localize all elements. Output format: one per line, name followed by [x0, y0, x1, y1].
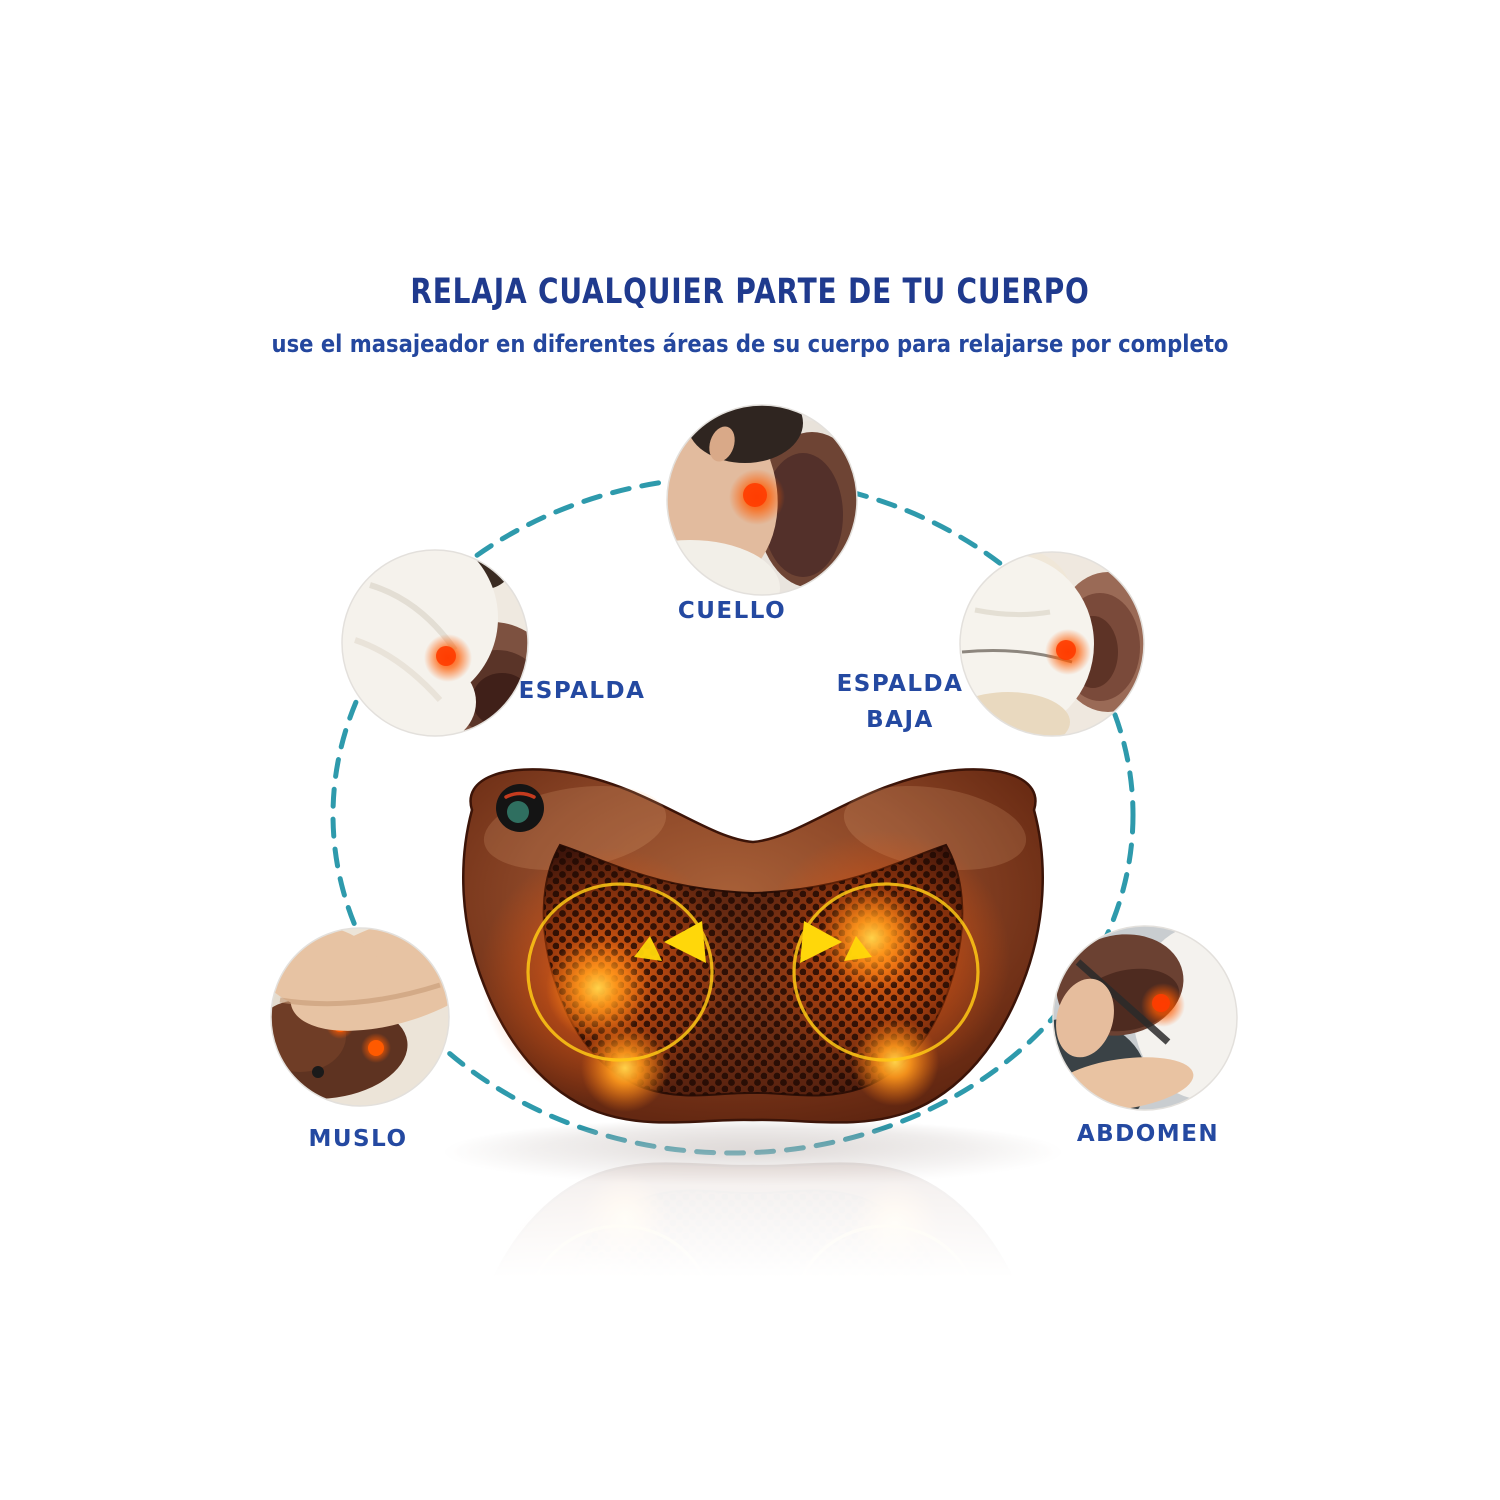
- page-subtitle: use el masajeador en diferentes áreas de…: [271, 330, 1229, 358]
- page-title: RELAJA CUALQUIER PARTE DE TU CUERPO: [410, 272, 1090, 312]
- label-lower-back-line2: BAJA: [866, 707, 934, 733]
- label-back: ESPALDA: [518, 678, 646, 704]
- label-thigh: MUSLO: [308, 1126, 408, 1152]
- label-lower-back: ESPALDA BAJA: [790, 666, 1010, 738]
- label-abdomen: ABDOMEN: [1076, 1121, 1220, 1147]
- massage-pillow-product: [461, 767, 1045, 1125]
- label-neck: CUELLO: [677, 598, 787, 624]
- photo-neck: [666, 404, 858, 596]
- label-lower-back-line1: ESPALDA: [836, 671, 964, 697]
- reflection-fade: [0, 1130, 1500, 1500]
- photo-back: [341, 549, 529, 737]
